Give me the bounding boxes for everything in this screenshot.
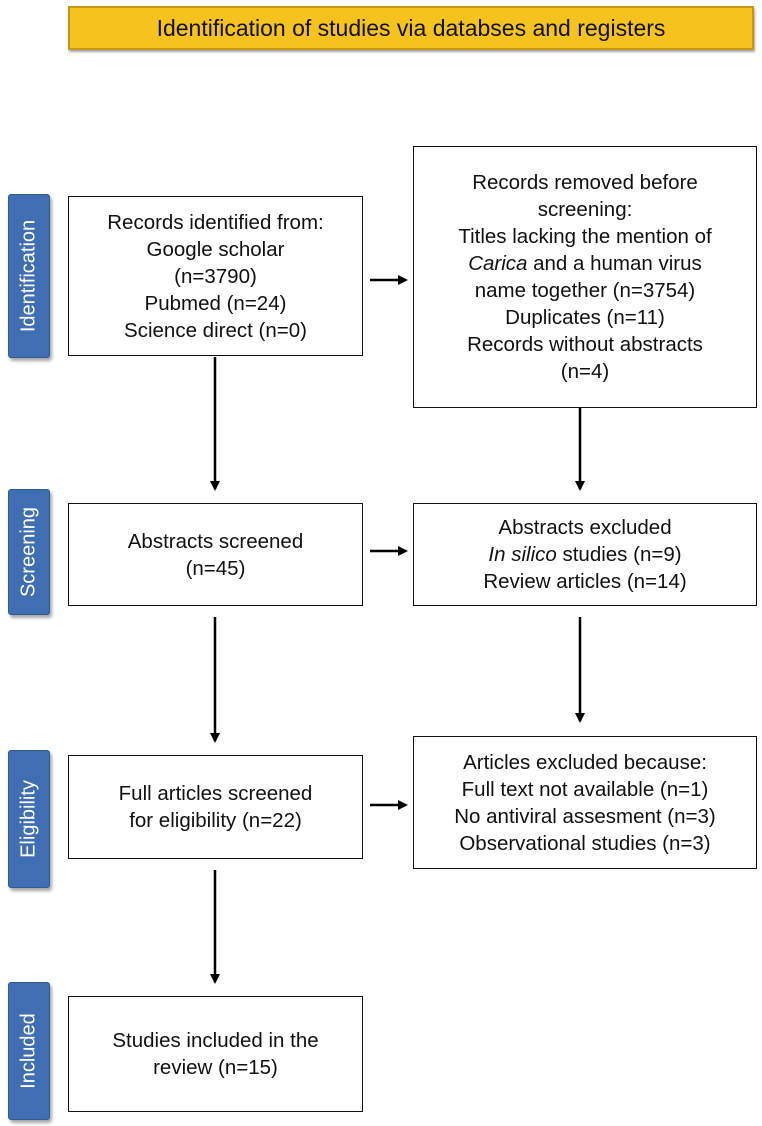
- titles-lacking-label: Titles lacking the mention of: [458, 225, 712, 248]
- pubmed-count: Pubmed (n=24): [144, 291, 287, 315]
- abstracts-screened-count: (n=45): [185, 556, 246, 580]
- observational-studies-count: Observational studies (n=3): [459, 831, 711, 855]
- no-antiviral-assessment-count: No antiviral assesment (n=3): [454, 804, 716, 828]
- abstracts-excluded-heading: Abstracts excluded: [498, 516, 672, 539]
- duplicates-count: Duplicates (n=11): [505, 306, 665, 329]
- studies-included-label: Studies included in the: [112, 1029, 319, 1052]
- in-silico-italic: In silico: [488, 543, 557, 566]
- carica-line: Carica and a human virus: [468, 250, 702, 277]
- records-removed-box: Records removed before screening: Titles…: [413, 146, 757, 408]
- google-scholar-count: (n=3790): [174, 264, 257, 288]
- diagram-title: Identification of studies via databses a…: [68, 6, 754, 50]
- in-silico-line: In silico studies (n=9): [488, 541, 681, 568]
- articles-excluded-box: Articles excluded because: Full text not…: [413, 736, 757, 869]
- stage-screening: Screening: [8, 489, 50, 615]
- stage-eligibility: Eligibility: [8, 750, 50, 888]
- records-removed-heading: Records removed before: [472, 171, 698, 194]
- google-scholar-label: Google scholar: [146, 237, 285, 261]
- titles-lacking-count: name together (n=3754): [474, 279, 696, 302]
- carica-line-rest: and a human virus: [527, 252, 702, 275]
- full-articles-box: Full articles screened for eligibility (…: [68, 755, 363, 859]
- full-articles-count: for eligibility (n=22): [129, 809, 302, 832]
- science-direct-count: Science direct (n=0): [124, 318, 307, 342]
- records-without-abstracts-count: (n=4): [560, 360, 610, 383]
- articles-excluded-heading: Articles excluded because:: [463, 750, 707, 774]
- records-removed-heading-cont: screening:: [537, 198, 633, 221]
- studies-included-count: review (n=15): [153, 1056, 278, 1079]
- records-without-abstracts-label: Records without abstracts: [467, 333, 703, 356]
- review-articles-count: Review articles (n=14): [483, 570, 687, 593]
- carica-italic: Carica: [468, 252, 528, 275]
- full-articles-label: Full articles screened: [118, 782, 313, 805]
- records-identified-heading: Records identified from:: [107, 210, 324, 234]
- stage-included: Included: [8, 982, 50, 1120]
- records-identified-box: Records identified from: Google scholar …: [68, 196, 363, 356]
- abstracts-screened-label: Abstracts screened: [127, 529, 304, 553]
- diagram-title-text: Identification of studies via databses a…: [156, 14, 666, 41]
- stage-identification: Identification: [8, 194, 50, 358]
- studies-included-box: Studies included in the review (n=15): [68, 996, 363, 1112]
- in-silico-rest: studies (n=9): [556, 543, 682, 566]
- full-text-not-available-count: Full text not available (n=1): [461, 777, 709, 801]
- abstracts-screened-box: Abstracts screened (n=45): [68, 503, 363, 606]
- abstracts-excluded-box: Abstracts excluded In silico studies (n=…: [413, 503, 757, 606]
